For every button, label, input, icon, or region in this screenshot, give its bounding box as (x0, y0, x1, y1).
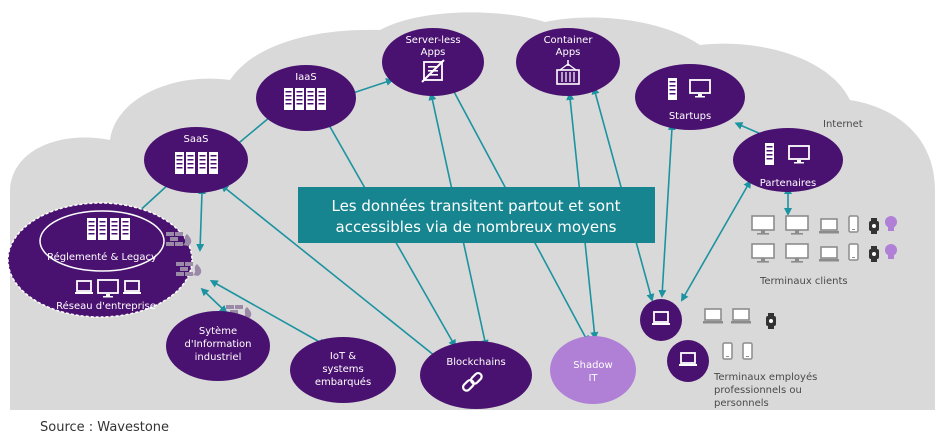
reseau-label: Réseau d'entreprise (56, 300, 156, 312)
arrow-startups-employee (658, 122, 676, 298)
employee-laptop-node (640, 299, 682, 341)
arrow-partenaires-employee (681, 179, 751, 302)
node-blockchains: Blockchains (420, 341, 532, 409)
arrow-firewall-iot (209, 280, 327, 346)
smartphone-icon (848, 243, 859, 261)
iot-label-line1: IoT & (330, 351, 356, 362)
node-shadow-it: Shadow IT (550, 336, 636, 404)
shadow-label-line1: Shadow (573, 360, 612, 371)
startups-label: Startups (669, 111, 711, 122)
node-iaas: IaaS (256, 65, 356, 131)
terminaux-employes-line1: Terminaux employés (713, 371, 817, 383)
blockchains-label: Blockchains (446, 357, 505, 368)
laptop-icon (818, 218, 840, 235)
server-icon (668, 78, 677, 100)
terminaux-employes-line2: professionnels ou (714, 385, 802, 396)
node-saas: SaaS (144, 127, 248, 193)
shadow-label-line2: IT (588, 373, 598, 384)
node-reseau-entreprise: Réglementé & Legacy Réseau d'entreprise (7, 202, 193, 318)
node-systeme-information-industriel: Sytème d'Information industriel (166, 311, 270, 381)
iot-label-line3: embarqués (315, 376, 371, 388)
center-banner-line1: Les données transitent partout et sont (331, 197, 620, 215)
node-container-apps: Container Apps (516, 28, 620, 96)
center-banner: Les données transitent partout et sont a… (298, 187, 655, 243)
partenaires-label: Partenaires (760, 178, 816, 189)
systeme-label-line2: d'Information (185, 339, 252, 350)
saas-label: SaaS (184, 134, 209, 145)
server-icon (765, 143, 774, 165)
laptop-icon (702, 308, 724, 325)
node-startups: Startups (635, 64, 745, 130)
container-icon (556, 60, 580, 85)
serverless-label-line1: Server-less (405, 35, 460, 46)
node-serverless-apps: Server-less Apps (382, 28, 484, 96)
no-server-icon (421, 59, 445, 83)
laptop-icon (818, 246, 840, 263)
iaas-label: IaaS (295, 72, 317, 83)
container-label-line2: Apps (556, 47, 581, 58)
laptop-icon (730, 308, 752, 325)
smartphone-icon (742, 342, 753, 360)
systeme-label-line3: industriel (195, 352, 242, 363)
personal-laptop-node (667, 340, 709, 382)
node-iot: IoT & systems embarqués (290, 337, 396, 403)
center-banner-line2: accessibles via de nombreux moyens (336, 218, 617, 236)
terminaux-employes-line3: personnels (714, 398, 769, 409)
smartphone-icon (722, 342, 733, 360)
smartphone-icon (848, 215, 859, 233)
source-caption: Source : Wavestone (40, 420, 170, 435)
chain-link-icon (461, 371, 483, 392)
terminaux-clients-label: Terminaux clients (759, 276, 848, 287)
arrow-saas-firewall (196, 186, 206, 252)
systeme-label-line1: Sytème (199, 325, 237, 337)
node-partenaires: Partenaires (733, 128, 843, 192)
internet-label: Internet (823, 119, 863, 130)
iot-label-line2: systems (322, 364, 363, 375)
container-label-line1: Container (544, 35, 594, 46)
reglemente-label: Réglementé & Legacy (47, 251, 157, 263)
serverless-label-line2: Apps (421, 47, 446, 58)
